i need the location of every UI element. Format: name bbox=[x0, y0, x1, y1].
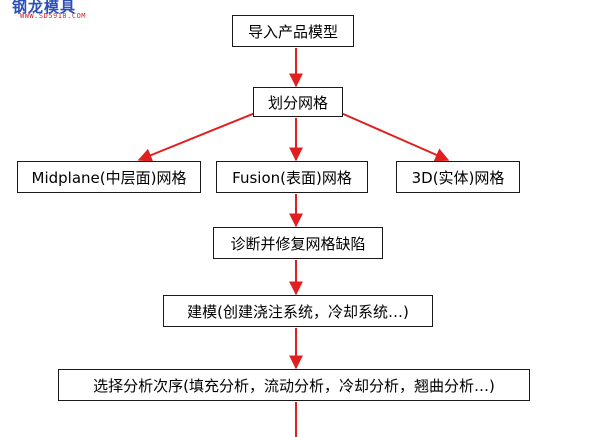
edge-mesh-to-midplane bbox=[137, 112, 256, 162]
node-diagnose-repair: 诊断并修复网格缺陷 bbox=[213, 227, 383, 259]
logo-title: 钢龙模具 bbox=[12, 0, 77, 16]
logo-url: WWW.SD5918.COM bbox=[20, 12, 87, 20]
node-import-model: 导入产品模型 bbox=[232, 15, 354, 47]
node-midplane-mesh: Midplane(中层面)网格 bbox=[17, 161, 201, 193]
node-fusion-mesh: Fusion(表面)网格 bbox=[216, 161, 368, 193]
node-build-model: 建模(创建浇注系统，冷却系统…) bbox=[163, 295, 433, 327]
site-logo: 钢龙模具 WWW.SD5918.COM bbox=[6, 0, 106, 22]
node-analysis-sequence: 选择分析次序(填充分析，流动分析，冷却分析，翘曲分析…) bbox=[58, 369, 530, 401]
node-3d-mesh: 3D(实体)网格 bbox=[396, 161, 520, 193]
edge-mesh-to-solid3d bbox=[340, 112, 450, 162]
node-mesh-generation: 划分网格 bbox=[253, 87, 343, 117]
